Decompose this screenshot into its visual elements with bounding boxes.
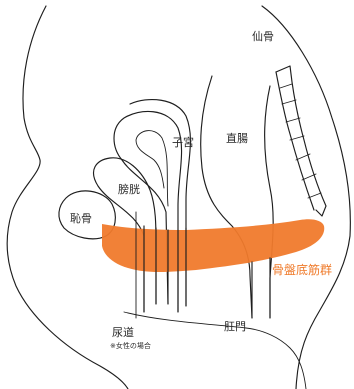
label-urethra: 尿道 (112, 325, 134, 339)
thigh-line (124, 312, 306, 389)
label-pubic-bone: 恥骨 (70, 212, 92, 225)
label-sacrum: 仙骨 (252, 30, 274, 43)
label-urethra-note: ※女性の場合 (110, 341, 151, 350)
label-uterus: 子宮 (172, 135, 194, 149)
front-outline (7, 6, 128, 389)
label-anus: 肛門 (224, 320, 246, 333)
uterus-back (130, 100, 190, 306)
label-bladder: 膀胱 (118, 182, 140, 196)
label-pelvic-floor: 骨盤底筋群 (272, 262, 332, 277)
back-outline (262, 6, 350, 389)
sacrum-bone (276, 66, 326, 216)
label-rectum: 直腸 (226, 131, 248, 145)
rectum-outline (201, 76, 273, 318)
